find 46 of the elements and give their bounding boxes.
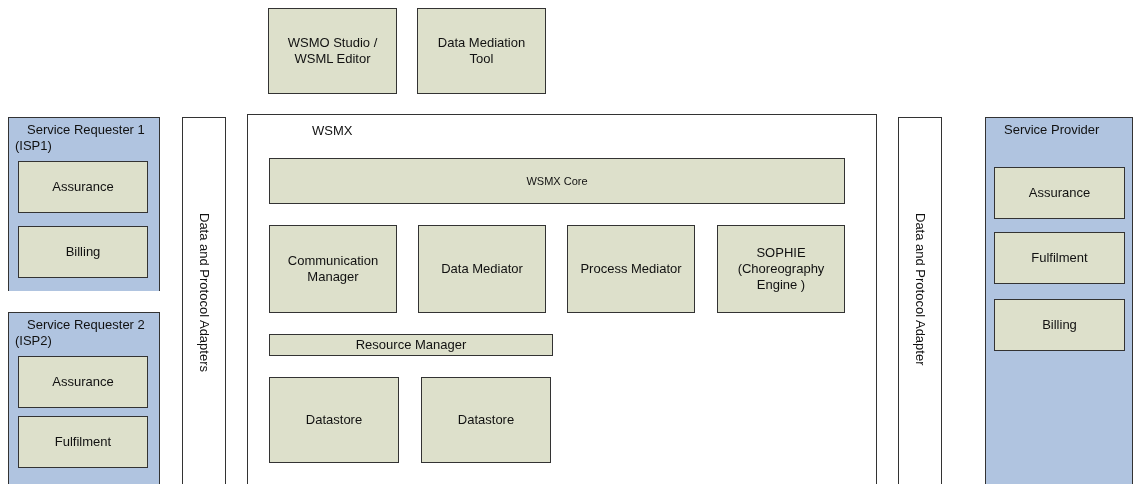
box-label: Data Mediator <box>440 261 524 277</box>
function-box <box>994 167 1125 219</box>
box-label: Data and Protocol Adapters <box>196 213 212 374</box>
function-box <box>18 356 148 408</box>
box-label: Datastore <box>456 412 516 428</box>
box-label: Assurance <box>1027 185 1092 201</box>
storage-box <box>421 377 551 463</box>
box-label: WSMO Studio / WSML Editor <box>286 35 379 67</box>
storage-box <box>269 377 399 463</box>
component-bar <box>269 334 553 356</box>
box-label: Resource Manager <box>354 337 468 353</box>
component-box <box>567 225 695 313</box>
box-label: SOPHIE (Choreography Engine ) <box>736 245 826 293</box>
function-box <box>994 232 1125 284</box>
box-label: Data and Protocol Adapter <box>912 213 928 368</box>
adapter-bar <box>898 117 942 484</box>
box-label: WSMX Core <box>525 174 589 189</box>
box-label: Datastore <box>304 412 364 428</box>
component-box <box>269 225 397 313</box>
group-title: Service Provider <box>1003 122 1101 138</box>
adapter-bar <box>182 117 226 484</box>
platform-panel <box>247 114 877 484</box>
requester-panel <box>8 312 160 484</box>
component-bar <box>269 158 845 204</box>
provider-panel <box>985 117 1133 484</box>
tool-box <box>268 8 397 94</box>
group-title: Service Requester 1 (ISP1) <box>15 122 145 154</box>
group-title: WSMX <box>312 123 353 139</box>
box-label: Data Mediation Tool <box>436 35 527 67</box>
box-label: Fulfilment <box>53 434 113 450</box>
function-box <box>18 416 148 468</box>
component-box <box>418 225 546 313</box>
function-box <box>18 226 148 278</box>
box-label: Assurance <box>51 374 115 390</box>
function-box <box>994 299 1125 351</box>
box-label: Fulfilment <box>1030 250 1089 266</box>
component-box <box>717 225 845 313</box>
tool-box <box>417 8 546 94</box>
box-label: Assurance <box>51 179 115 195</box>
group-title: Service Requester 2 (ISP2) <box>15 317 145 349</box>
requester-panel <box>8 117 160 291</box>
box-label: Billing <box>1041 317 1078 333</box>
box-label: Communication Manager <box>286 253 380 285</box>
box-label: Billing <box>64 244 102 260</box>
function-box <box>18 161 148 213</box>
box-label: Process Mediator <box>579 261 683 277</box>
